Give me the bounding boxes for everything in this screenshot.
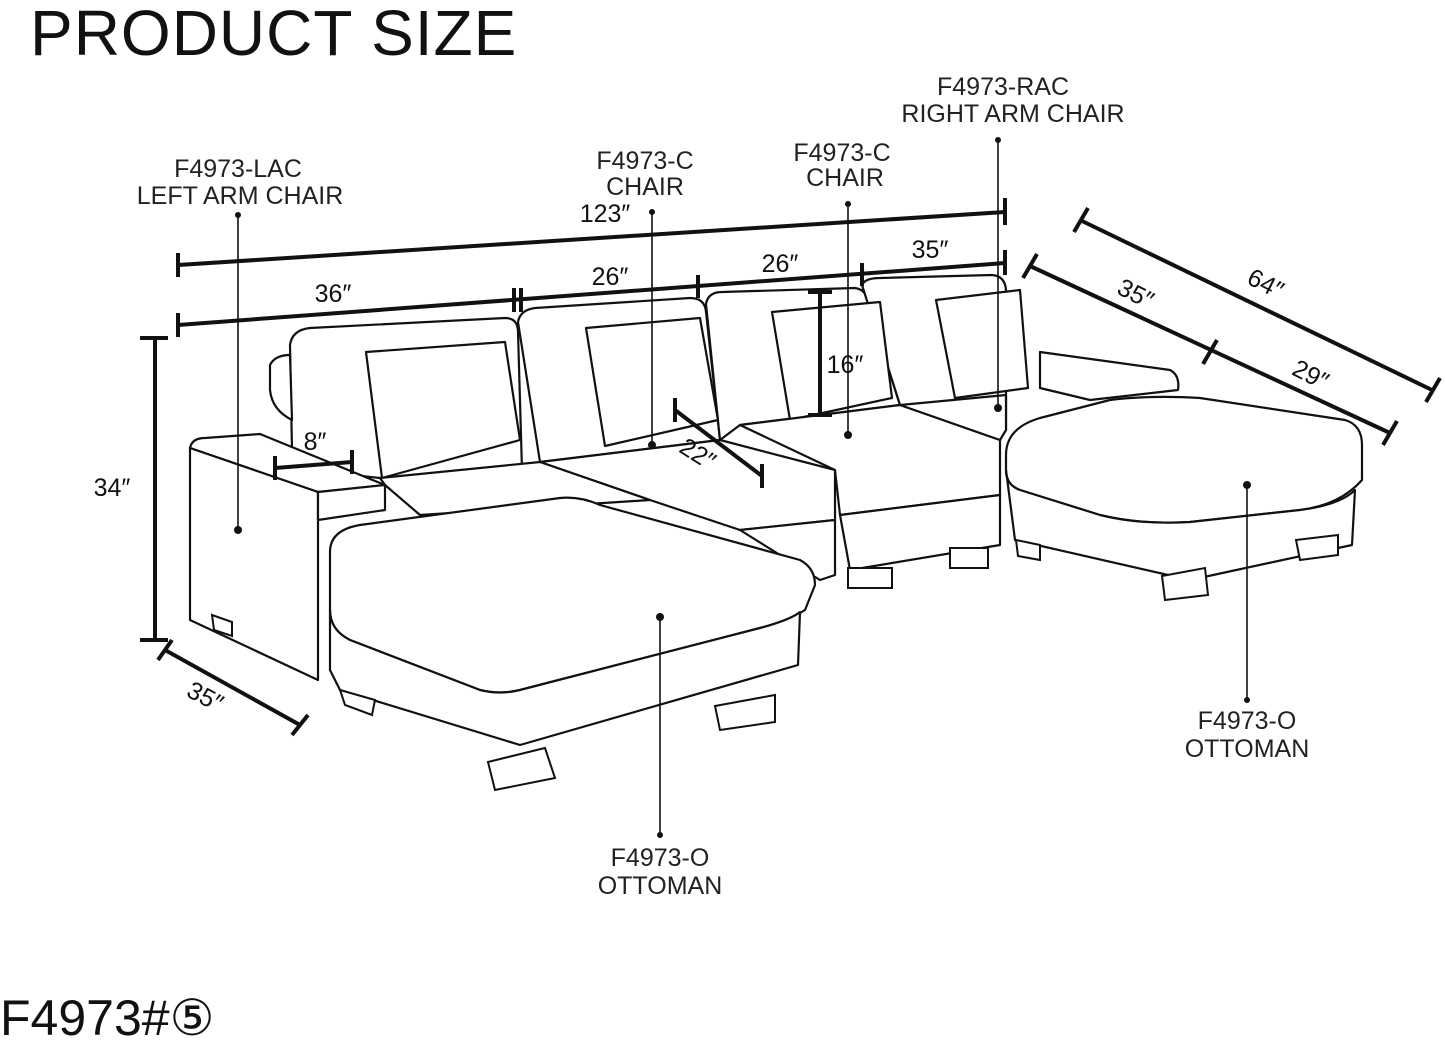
dimension-chaise-length: 64″ <box>1243 263 1289 305</box>
left-arm-front <box>316 483 387 522</box>
dimension-total-width: 123″ <box>580 200 631 228</box>
leg <box>949 547 989 569</box>
dimension-chair-2-width: 26″ <box>762 250 799 278</box>
leg <box>713 693 776 732</box>
label-chair-2-code: F4973-C <box>793 139 890 167</box>
right-arm <box>1038 350 1180 402</box>
label-left-arm-chair-name: LEFT ARM CHAIR <box>137 182 344 210</box>
label-ottoman-left-code: F4973-O <box>611 844 710 872</box>
leg <box>486 746 557 792</box>
leg <box>1294 533 1339 562</box>
ottoman-right-base <box>1004 468 1357 582</box>
sofa-drawing <box>188 273 1364 792</box>
pillow <box>934 288 1030 400</box>
seat-right <box>898 393 1008 442</box>
pillow <box>364 340 522 480</box>
label-ottoman-right-name: OTTOMAN <box>1185 735 1310 763</box>
dimension-arm-width: 8″ <box>304 428 327 456</box>
component-labels: F4973-LAC LEFT ARM CHAIR F4973-C CHAIR F… <box>137 73 1310 900</box>
label-right-arm-chair-code: F4973-RAC <box>937 73 1069 101</box>
label-right-arm-chair-name: RIGHT ARM CHAIR <box>901 100 1124 128</box>
leg <box>847 567 893 589</box>
leg <box>338 688 377 717</box>
label-ottoman-right-code: F4973-O <box>1198 707 1297 735</box>
leg <box>1014 538 1041 562</box>
label-left-arm-chair-code: F4973-LAC <box>174 155 302 183</box>
dimension-lines: 123″ 36″ 26″ 26″ 35″ 34″ 35″ 8″ 22″ 16″ … <box>94 198 1442 737</box>
dimension-left-arm-chair-width: 36″ <box>315 280 352 308</box>
pillow <box>770 300 894 422</box>
label-chair-1-name: CHAIR <box>606 173 684 201</box>
label-chair-2-name: CHAIR <box>806 164 884 192</box>
dimension-chair-1-width: 26″ <box>592 263 629 291</box>
dimension-back-height: 16″ <box>827 351 864 379</box>
dimension-right-arm-chair-width: 35″ <box>912 236 949 264</box>
label-ottoman-left-name: OTTOMAN <box>598 872 723 900</box>
leg <box>210 613 233 638</box>
leg <box>1160 566 1210 602</box>
ottoman-left-base <box>328 608 802 747</box>
page-title: PRODUCT SIZE <box>30 0 517 69</box>
label-chair-1-code: F4973-C <box>596 147 693 175</box>
dimension-height: 34″ <box>94 474 131 502</box>
back-bolster <box>268 353 294 422</box>
model-code: F4973#⑤ <box>0 990 214 1046</box>
